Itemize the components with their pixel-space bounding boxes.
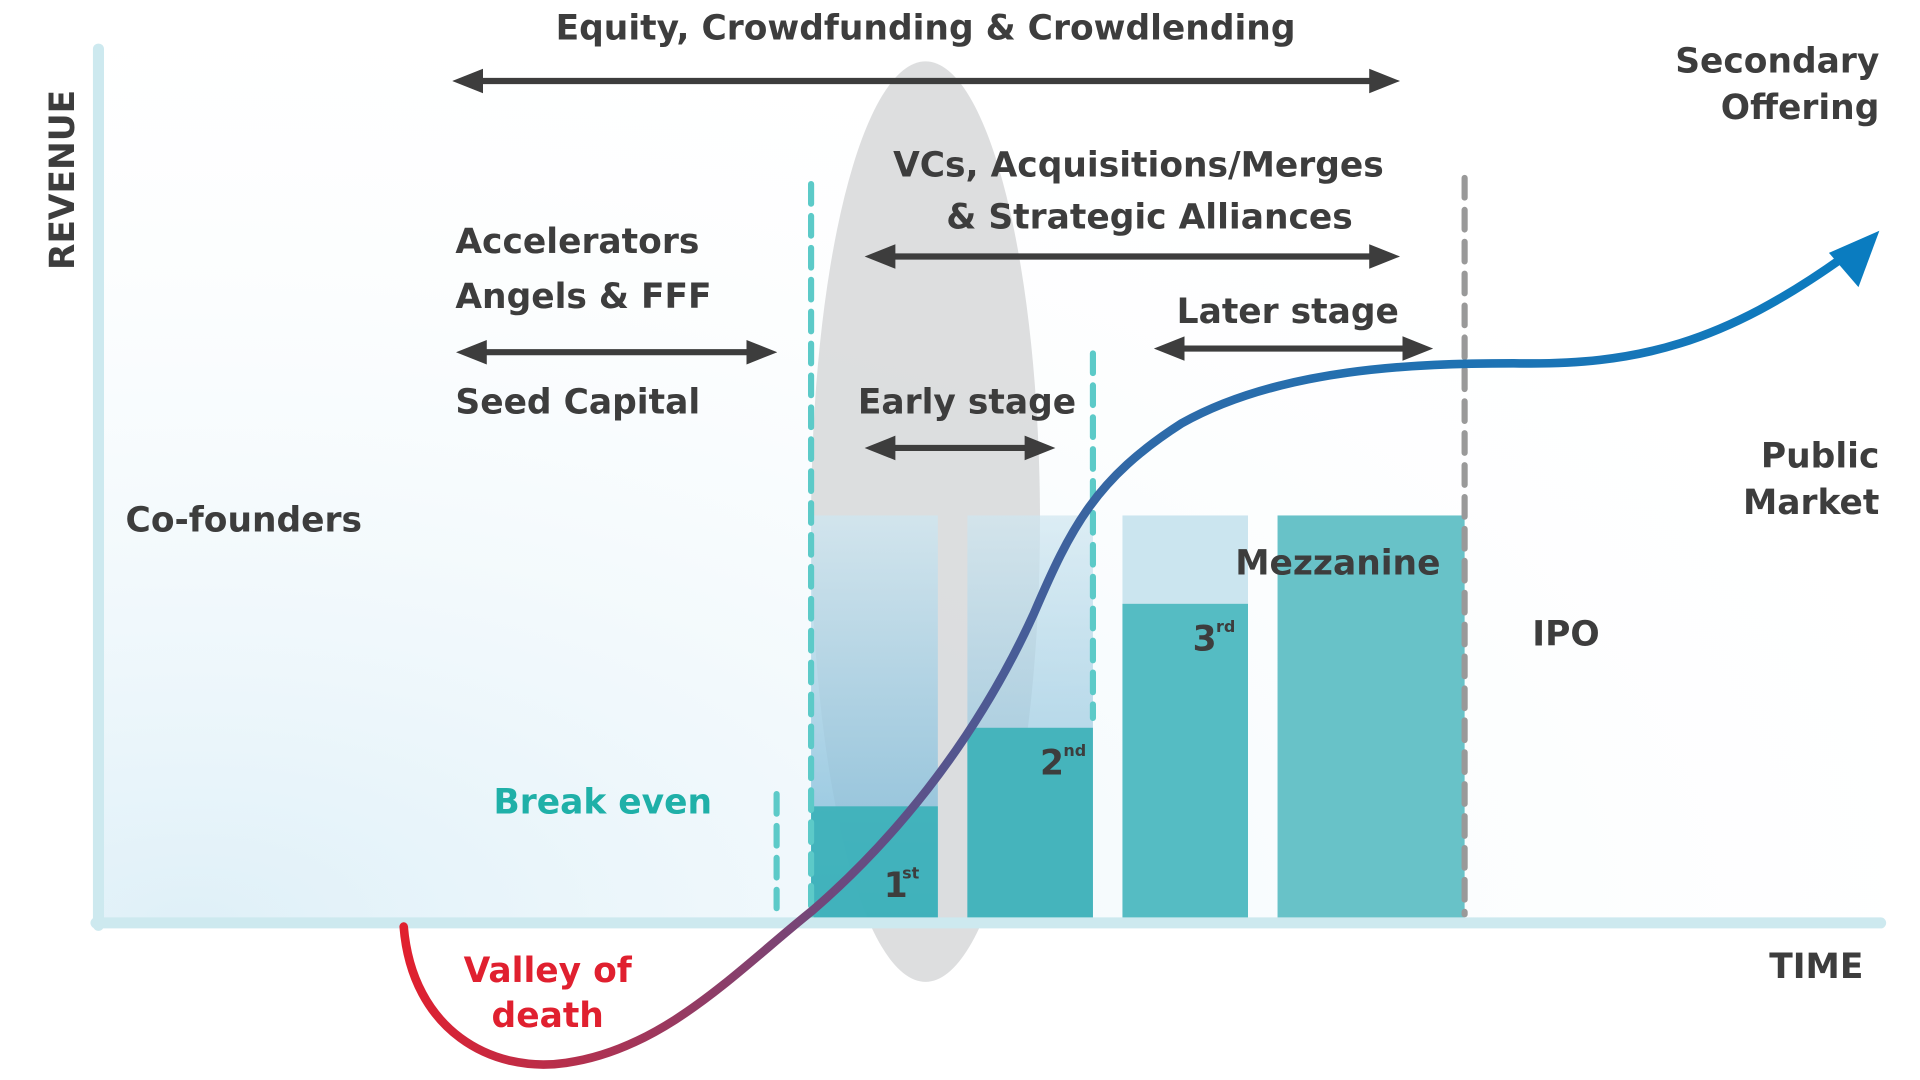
valley-label-1: Valley of [464, 951, 633, 991]
vcs-label-2: & Strategic Alliances [946, 197, 1352, 237]
mezzanine-bar [1277, 515, 1465, 921]
seed-label: Seed Capital [455, 383, 700, 423]
public-market-label-1: Public [1761, 437, 1879, 477]
valley-label-2: death [492, 996, 604, 1036]
round-2-suffix: nd [1063, 741, 1086, 760]
funding-rounds [811, 515, 1465, 921]
angels-label: Angels & FFF [455, 277, 711, 317]
range-arrows [452, 68, 1434, 461]
round-1-number: 1 [884, 866, 908, 906]
round-1-bar [811, 806, 938, 921]
y-axis-label: REVENUE [43, 90, 83, 270]
title: Equity, Crowdfunding & Crowdlending [556, 8, 1296, 48]
later-stage-label: Later stage [1177, 292, 1399, 332]
vcs-label-1: VCs, Acquisitions/Merges [893, 146, 1384, 186]
round-2-bar [967, 727, 1093, 921]
round-3-suffix: rd [1216, 617, 1235, 636]
early-stage-label: Early stage [858, 383, 1076, 423]
mezzanine-label: Mezzanine [1235, 543, 1440, 583]
accelerators-label: Accelerators [455, 222, 699, 262]
break-even-label: Break even [494, 783, 713, 823]
secondary-offering-label-2: Offering [1721, 88, 1880, 128]
secondary-offering-label-1: Secondary [1675, 41, 1879, 81]
public-market-label-2: Market [1743, 483, 1879, 523]
curve-arrowhead-icon [1828, 230, 1880, 288]
round-3-number: 3 [1193, 619, 1217, 659]
round-2-number: 2 [1040, 743, 1064, 783]
revenue-curve [399, 250, 1851, 1069]
round-3-bar [1122, 603, 1248, 921]
ipo-label: IPO [1532, 615, 1599, 655]
x-axis-label: TIME [1769, 947, 1863, 987]
cofounders-label: Co-founders [126, 500, 363, 540]
round-1-suffix: st [902, 864, 920, 883]
